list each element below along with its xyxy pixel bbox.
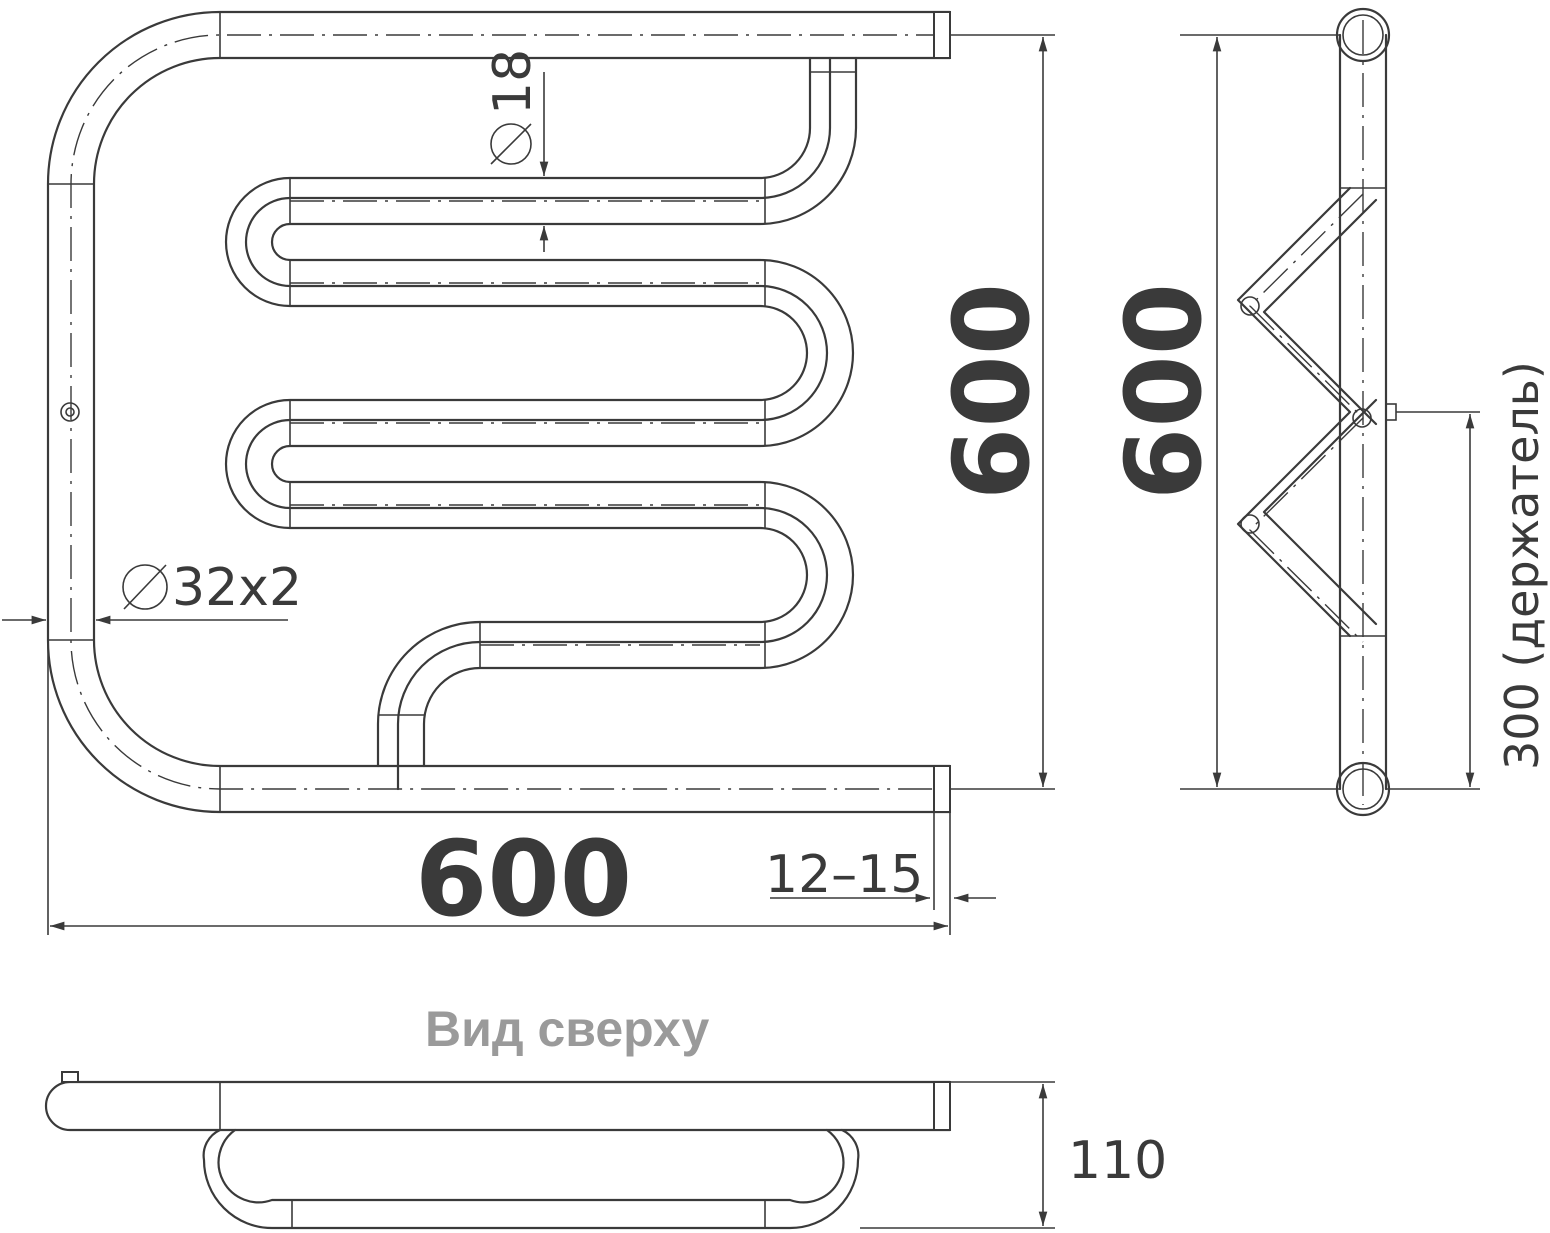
main-pipe-joints [48,12,221,812]
side-view: 600 300 (держатель) [1103,7,1549,817]
holder-label: 300 (держатель) [1495,361,1549,770]
top-valve [61,1071,79,1083]
main-pipe-outer [46,10,952,814]
depth-label: 110 [1068,1131,1167,1191]
holder-dimension [1386,411,1480,790]
coil-inner [270,56,858,768]
top-coil-joints [291,1200,766,1228]
top-end-cap [933,1081,951,1131]
coil-centerline [290,200,760,646]
height-dimension [950,34,1055,790]
coil-joints [289,71,856,716]
top-coil-inner [217,1128,845,1204]
coil-diameter-dimension [490,72,549,252]
gap-label: 12–15 [765,845,923,905]
width-label: 600 [415,818,632,940]
main-pipe-label: 32x2 [172,558,302,618]
top-view-title: Вид сверху [425,1001,709,1057]
coil-pipe-label: 18 [483,49,543,115]
diameter-icon [122,564,168,610]
side-zigzag-b [1262,198,1378,626]
depth-dimension [860,1081,1055,1229]
top-coil-outer [202,1128,860,1230]
gap-dimension [770,812,996,910]
main-pipe-diameter-dimension [2,564,288,625]
front-view: 600 600 12–15 32x2 [2,10,1055,940]
side-joints [1240,187,1397,637]
side-height-dimension [1180,34,1340,790]
mayevsky-valve-icon [60,402,80,422]
main-pipe-centerline [70,34,950,790]
side-height-label: 600 [1103,283,1225,500]
top-view: 110 [44,1071,1167,1230]
height-label: 600 [931,283,1053,500]
side-zigzag-center [1249,193,1364,643]
main-pipe-inner [92,56,952,768]
width-dimension [47,640,951,935]
bottom-end-cap [933,765,951,813]
coil-edge-a [224,56,812,768]
diameter-icon-small [490,123,532,165]
top-main-pipe [44,1080,952,1132]
side-zigzag-a [1236,186,1352,638]
top-end-cap [933,11,951,59]
